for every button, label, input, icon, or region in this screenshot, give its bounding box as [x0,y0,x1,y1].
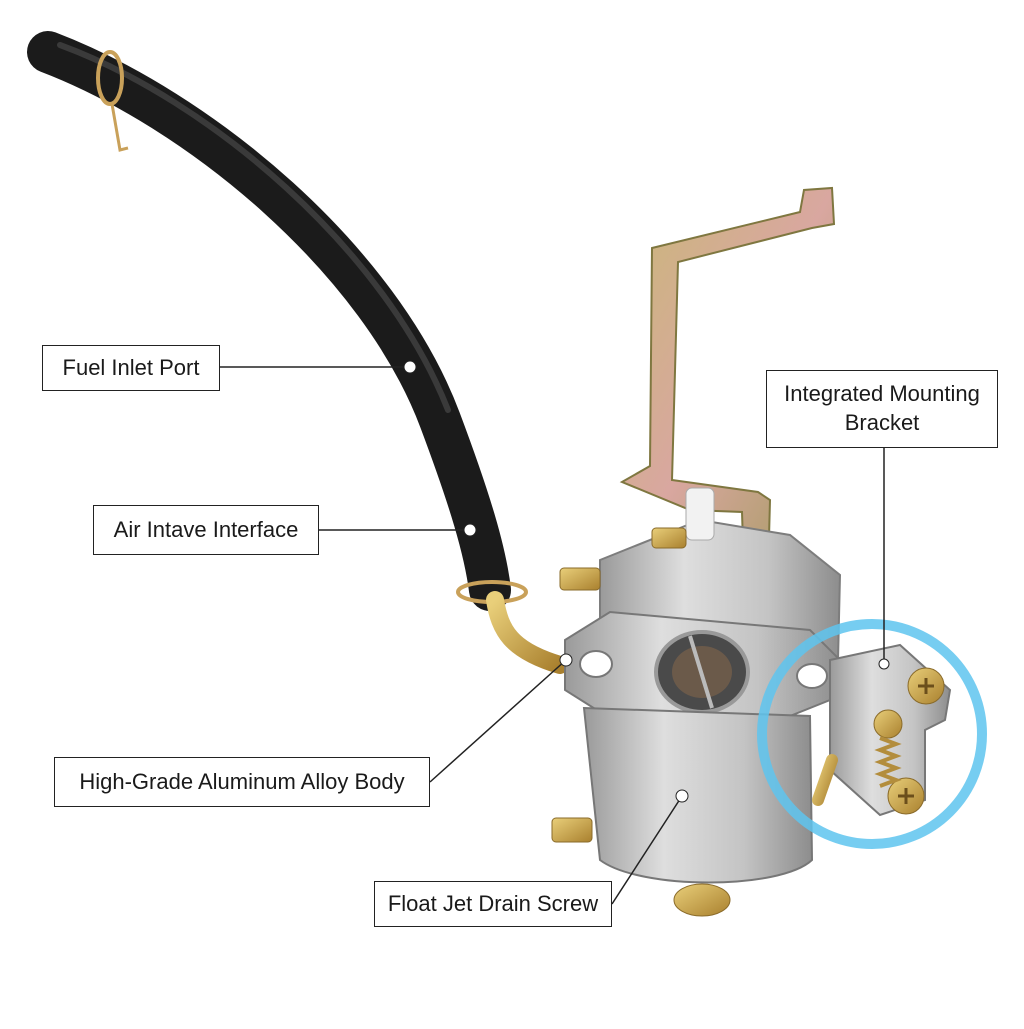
callout-float-jet-drain-screw: Float Jet Drain Screw [374,881,612,927]
callout-aluminum-alloy-body: High-Grade Aluminum Alloy Body [54,757,430,807]
callout-mounting-bracket-line1: Integrated Mounting [784,381,980,407]
brass-inlet-elbow [486,591,569,674]
bracket-screw-bottom-cross [898,788,914,804]
callout-fuel-inlet-port: Fuel Inlet Port [42,345,220,391]
callout-aluminum-alloy-body-label: High-Grade Aluminum Alloy Body [79,768,405,794]
leader-mounting-bracket [878,448,890,670]
leader-air-intake [318,523,477,537]
float-bowl [582,706,814,884]
flange-hole-left [579,650,613,678]
callout-mounting-bracket-line2: Bracket [844,410,920,435]
fuel-hose [27,31,511,611]
callout-integrated-mounting-bracket: Integrated Mounting Bracket [766,370,998,448]
leader-body [429,653,573,783]
drain-nipple [812,754,838,806]
idle-screw-top [651,527,687,549]
bracket-screw-top-cross [918,678,934,694]
idle-screw-left [559,567,601,591]
flange-hole-right [796,663,828,689]
throttle-bracket [619,186,836,576]
bowl-bottom-nut [673,883,731,917]
mixture-spring [874,736,902,788]
highlight-circle [757,619,987,849]
callout-air-intake-interface-label: Air Intave Interface [113,516,299,542]
bowl-screw-left [551,817,593,843]
throttle-plate [688,635,714,709]
hose-clip-tab [110,103,129,152]
choke-post [685,487,715,541]
leader-fuel-inlet [220,360,417,374]
hose-clip-top [96,50,124,106]
callout-float-jet-drain-screw-label: Float Jet Drain Screw [387,890,599,916]
callout-air-intake-interface: Air Intave Interface [93,505,319,555]
leader-drain-screw [611,789,689,905]
callout-fuel-inlet-port-label: Fuel Inlet Port [62,354,200,380]
mixture-screw-head [873,709,903,739]
